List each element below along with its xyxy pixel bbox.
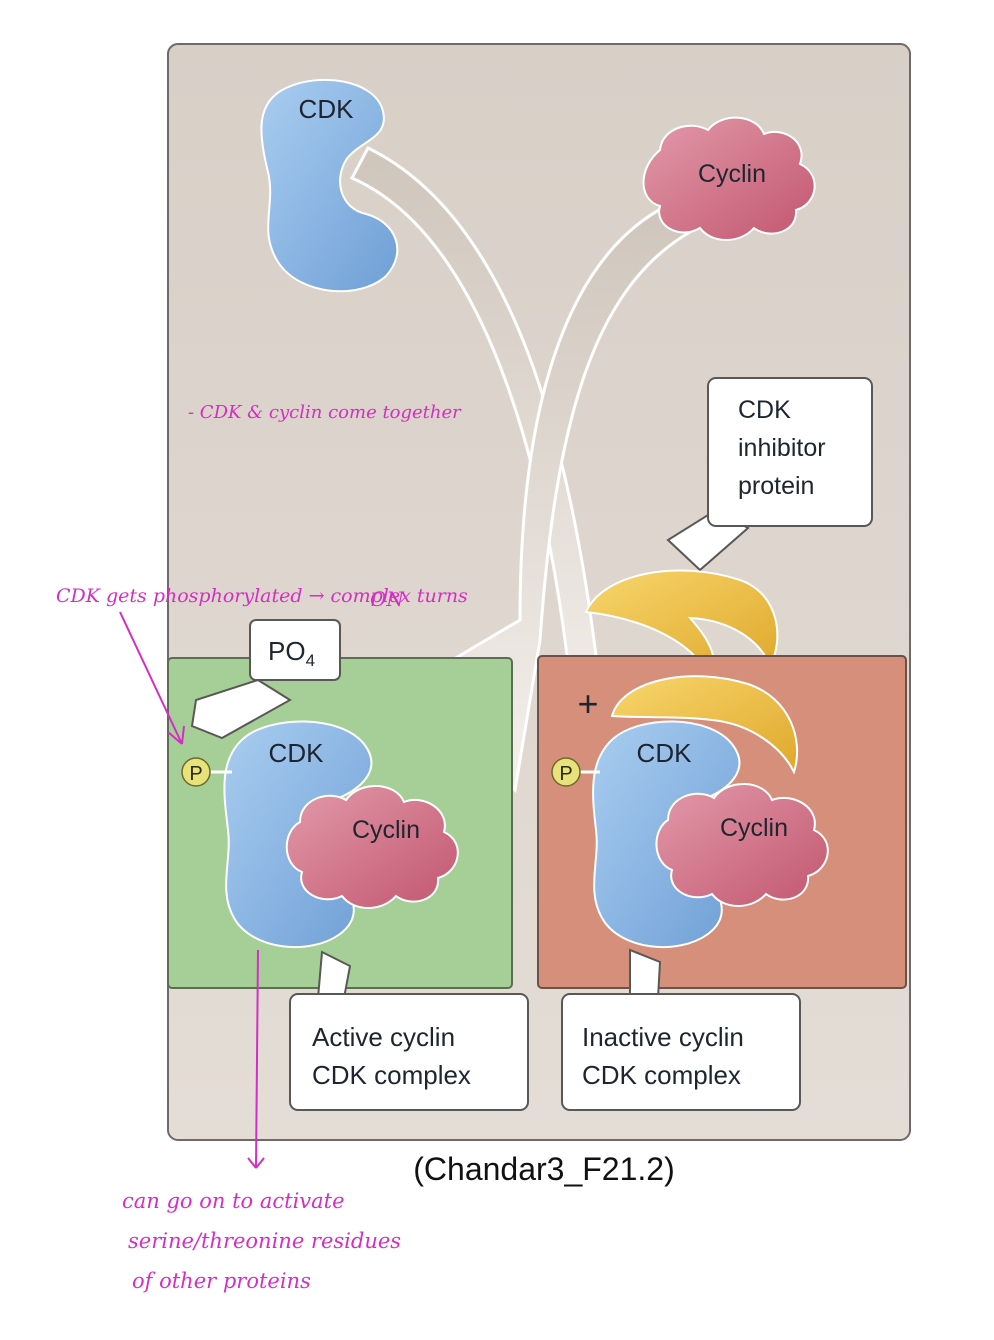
annotation-phosphorylated-1: CDK gets phosphorylated → complex turns [56, 585, 468, 607]
phosphate-active-label: P [189, 763, 202, 785]
cyclin-inactive-label: Cyclin [720, 814, 788, 842]
cyclin-inactive-shape [655, 783, 829, 907]
active-callout-label: Active cyclin CDK complex [312, 1022, 471, 1090]
cyclin-free: Cyclin [642, 116, 816, 241]
po4-callout-box [249, 619, 341, 681]
inhibitor-label: CDK inhibitor protein [738, 396, 833, 500]
annotation-down-arrow [247, 949, 265, 1169]
inhibitor-line-1: CDK [738, 396, 791, 424]
po4-label: PO4 [268, 636, 315, 670]
inhibitor-bound-shape [610, 675, 798, 775]
plus-sign: + [577, 683, 598, 724]
cyclin-active-label: Cyclin [352, 816, 420, 844]
phosphate-active-circle [181, 757, 211, 787]
inactive-line-1: Inactive cyclin [582, 1022, 744, 1052]
cdk-active-label: CDK [269, 738, 325, 768]
po4-callout-pointer [190, 678, 292, 740]
inhibitor-line-2: inhibitor [738, 434, 826, 462]
inactive-callout-box [561, 993, 801, 1111]
active-callout-box [289, 993, 529, 1111]
cdk-free-shape [260, 78, 399, 293]
figure-caption: (Chandar3_F21.2) [413, 1151, 674, 1187]
cdk-free: CDK [260, 78, 399, 293]
phosphate-inactive-circle [551, 757, 581, 787]
active-line-1: Active cyclin [312, 1022, 455, 1052]
cyclin-active-shape [285, 785, 459, 909]
active-callout: Active cyclin CDK complex [289, 950, 529, 1111]
annotation-activate-2: serine/threonine residues [128, 1229, 401, 1253]
annotation-pointer-arrow [119, 611, 185, 745]
handwritten-annotations: - CDK & cyclin come together CDK gets ph… [56, 402, 468, 1293]
inactive-callout: Inactive cyclin CDK complex [561, 948, 801, 1111]
inactive-complex: CDK Cyclin P [551, 675, 829, 949]
inhibitor-free-shape [584, 569, 779, 674]
annotation-activate-3: of other proteins [132, 1269, 311, 1293]
po4-subscript: 4 [306, 651, 315, 670]
annotation-phosphorylated-2: ON [370, 587, 405, 611]
cdk-free-label: CDK [299, 94, 355, 124]
cyclin-free-label: Cyclin [698, 160, 766, 188]
cyclin-free-shape [642, 116, 816, 241]
po4-main: PO [268, 636, 306, 666]
inhibitor-callout-box [707, 377, 873, 527]
inactive-callout-label: Inactive cyclin CDK complex [582, 1022, 751, 1090]
active-line-2: CDK complex [312, 1060, 471, 1090]
inactive-line-2: CDK complex [582, 1060, 741, 1090]
annotation-come-together: - CDK & cyclin come together [188, 402, 462, 423]
cdk-inactive-label: CDK [637, 738, 693, 768]
phosphate-inactive-label: P [559, 763, 572, 785]
inhibitor-line-3: protein [738, 472, 814, 500]
annotation-activate-1: can go on to activate [122, 1189, 345, 1213]
inhibitor-callout: CDK inhibitor protein [666, 377, 873, 572]
po4-callout: PO4 [190, 619, 341, 740]
active-complex: CDK Cyclin P [181, 720, 459, 949]
